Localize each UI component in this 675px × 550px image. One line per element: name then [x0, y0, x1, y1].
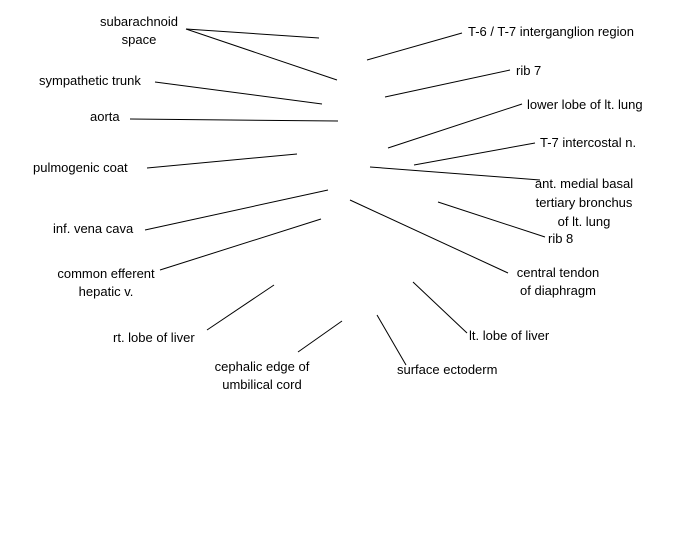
label-aorta: aorta — [90, 109, 120, 124]
label-line: subarachnoid — [99, 14, 179, 29]
label-line: common efferent — [57, 266, 155, 281]
label-rt-lobe-liver: rt. lobe of liver — [113, 330, 195, 345]
leader-subarachnoid-1 — [185, 28, 320, 39]
leader-rib-8 — [437, 201, 546, 238]
leader-ant-medial-basal — [369, 166, 541, 181]
label-line: of diaphragm — [520, 283, 596, 298]
label-t6-t7-interganglion: T-6 / T-7 interganglion region — [468, 24, 634, 39]
label-sympathetic-trunk: sympathetic trunk — [39, 73, 141, 88]
leader-lt-lobe-liver — [412, 281, 468, 334]
label-pulmogenic-coat: pulmogenic coat — [33, 160, 128, 175]
label-line: cephalic edge of — [214, 359, 310, 374]
leader-surface-ectoderm — [376, 314, 407, 366]
leader-t6-t7 — [366, 32, 463, 61]
leader-common-efferent — [159, 218, 322, 271]
label-line: space — [121, 32, 157, 47]
leader-pulmogenic-coat — [146, 153, 298, 169]
label-line: central tendon — [516, 265, 600, 280]
label-line: hepatic v. — [78, 284, 134, 299]
label-line: of lt. lung — [557, 214, 611, 229]
leader-inf-vena-cava — [144, 189, 329, 231]
label-rib-7: rib 7 — [516, 63, 542, 78]
label-line: ant. medial basal — [534, 176, 634, 191]
label-common-efferent-hepatic: common efferent hepatic v. — [57, 265, 154, 301]
label-line: tertiary bronchus — [535, 195, 633, 210]
label-central-tendon: central tendon of diaphragm — [517, 264, 599, 300]
label-rib-8: rib 8 — [548, 231, 574, 246]
leader-cephalic-edge — [297, 320, 343, 353]
label-surface-ectoderm: surface ectoderm — [397, 362, 498, 377]
label-subarachnoid-space: subarachnoid space — [100, 13, 178, 49]
leader-sympathetic-trunk — [154, 81, 323, 105]
leader-rib-7 — [384, 69, 511, 98]
leader-t7-intercostal — [413, 142, 536, 166]
label-ant-medial-basal: ant. medial basal tertiary bronchus of l… — [535, 174, 633, 231]
leader-aorta — [129, 118, 339, 122]
label-line: umbilical cord — [222, 377, 302, 392]
label-inf-vena-cava: inf. vena cava — [53, 221, 134, 236]
leader-lower-lobe — [387, 103, 523, 149]
label-lt-lobe-liver: lt. lobe of liver — [469, 328, 550, 343]
leader-central-tendon — [349, 199, 509, 274]
leader-rt-lobe-liver — [206, 284, 275, 331]
leader-subarachnoid-2 — [185, 28, 338, 81]
label-cephalic-edge: cephalic edge of umbilical cord — [215, 358, 310, 394]
label-t7-intercostal: T-7 intercostal n. — [540, 135, 637, 150]
label-lower-lobe-lt-lung: lower lobe of lt. lung — [527, 97, 643, 112]
